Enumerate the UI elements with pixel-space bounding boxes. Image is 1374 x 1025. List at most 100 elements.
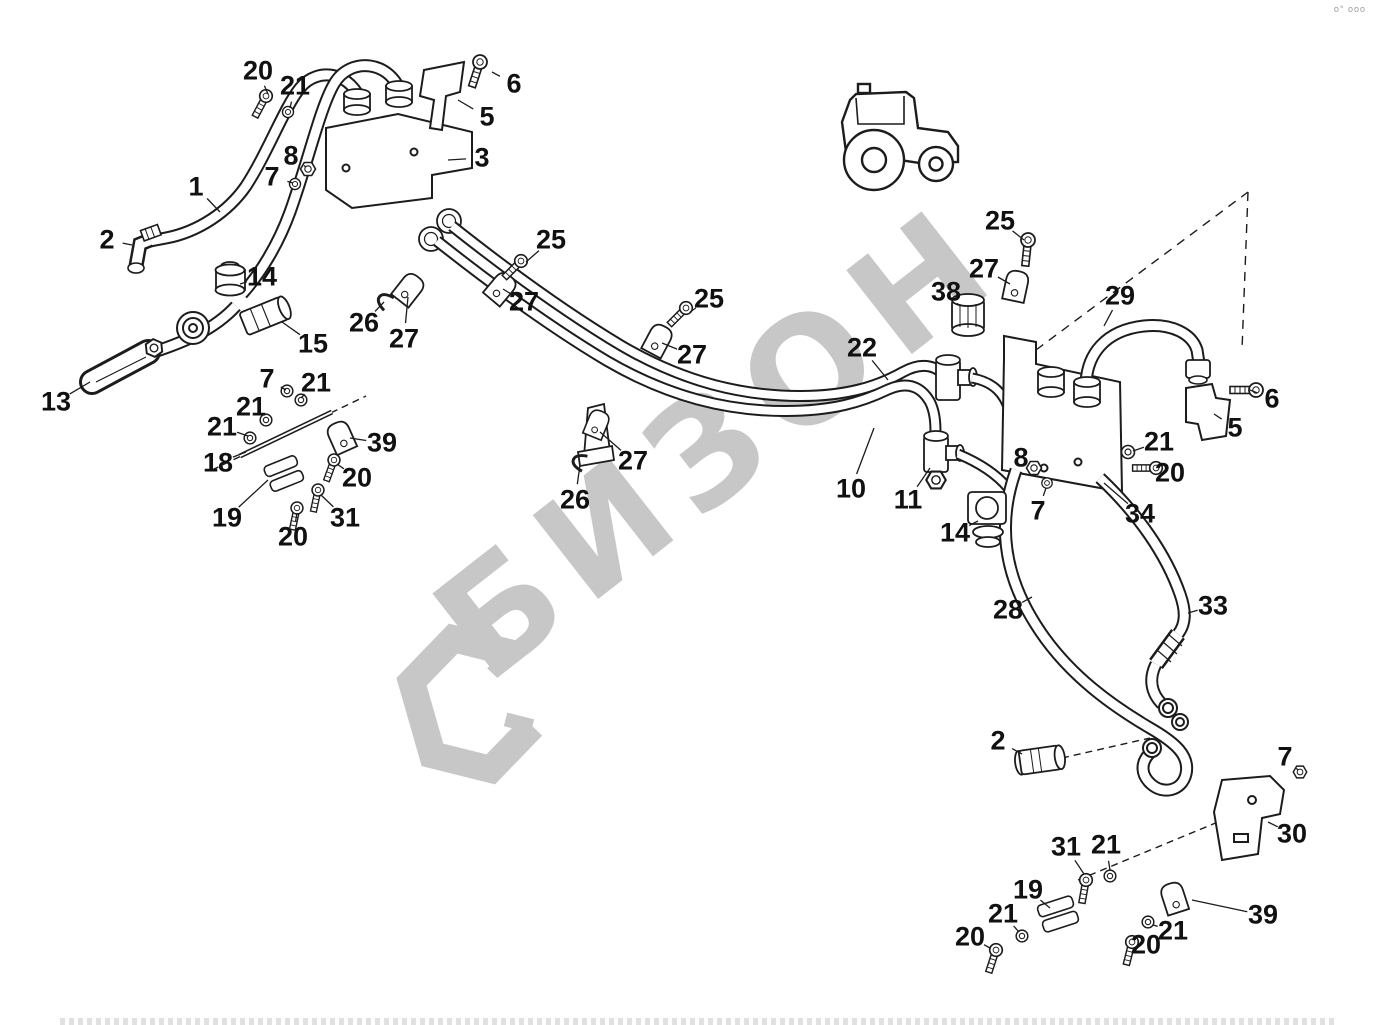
leader-line	[238, 479, 269, 508]
leader-line	[525, 250, 540, 263]
part-callout-22: 22	[846, 332, 878, 363]
leader-line	[689, 307, 697, 313]
part-callout-5: 5	[479, 101, 495, 132]
leader-line	[1152, 924, 1158, 928]
part-callout-31: 31	[1050, 831, 1082, 862]
part-callout-25: 25	[693, 283, 725, 314]
leader-line	[916, 467, 931, 488]
leader-line	[1191, 899, 1248, 913]
part-callout-31: 31	[329, 502, 361, 533]
leader-line	[502, 288, 511, 295]
part-callout-7: 7	[264, 161, 280, 192]
leader-line	[300, 393, 306, 399]
part-callout-29: 29	[1104, 280, 1136, 311]
leader-line	[855, 427, 875, 475]
part-callout-21: 21	[1143, 426, 1175, 457]
part-callout-26: 26	[348, 307, 380, 338]
leader-line	[1295, 767, 1299, 771]
left-manifold-assembly	[79, 52, 490, 395]
part-callout-27: 27	[508, 286, 540, 317]
part-callout-11: 11	[893, 484, 923, 515]
leader-line	[336, 463, 345, 470]
leader-line	[1187, 609, 1198, 614]
part-callout-7: 7	[1030, 495, 1046, 526]
leader-line	[122, 242, 133, 246]
part-callout-39: 39	[1247, 899, 1279, 930]
leader-line	[206, 198, 221, 213]
part-callout-27: 27	[388, 323, 420, 354]
part-callout-26: 26	[559, 484, 591, 515]
leader-line	[232, 451, 247, 458]
leader-line	[968, 520, 979, 527]
leader-line	[239, 281, 247, 285]
leader-line	[280, 386, 287, 391]
leader-line	[349, 437, 367, 442]
leader-line	[491, 71, 501, 77]
leader-line	[1039, 899, 1051, 909]
part-callout-27: 27	[676, 339, 708, 370]
leader-line	[983, 944, 991, 949]
part-callout-39: 39	[366, 427, 398, 458]
part-callout-7: 7	[1277, 741, 1293, 772]
leader-line	[320, 494, 334, 508]
leader-line	[447, 158, 467, 161]
leader-line	[69, 381, 91, 395]
part-callout-20: 20	[954, 921, 986, 952]
leader-line	[1107, 860, 1111, 871]
part-callout-6: 6	[1264, 383, 1280, 414]
part-callout-14: 14	[246, 261, 278, 292]
leader-line	[1012, 230, 1025, 241]
part-callout-20: 20	[242, 55, 274, 86]
leader-line	[1267, 821, 1278, 828]
leader-line	[576, 464, 581, 485]
leader-line	[1074, 859, 1085, 875]
left-clamp-parts	[238, 384, 359, 532]
part-callout-2: 2	[990, 725, 1006, 756]
part-callout-13: 13	[40, 386, 72, 417]
part-callout-8: 8	[1013, 442, 1029, 473]
leader-line	[997, 276, 1011, 285]
leader-line	[599, 431, 622, 451]
leader-line	[457, 99, 474, 110]
lower-right-clamp-parts	[981, 765, 1308, 976]
leader-line	[871, 359, 889, 381]
part-callout-21: 21	[235, 391, 267, 422]
part-callout-1: 1	[188, 171, 204, 202]
leader-line	[404, 296, 409, 324]
part-callout-20: 20	[341, 462, 373, 493]
corner-mark: o° ooo	[1333, 4, 1366, 14]
part-callout-25: 25	[535, 224, 567, 255]
leader-line	[1042, 487, 1047, 497]
leader-line	[1103, 309, 1114, 327]
part-callout-20: 20	[1154, 457, 1186, 488]
part-callout-7: 7	[259, 363, 275, 394]
part-callout-28: 28	[992, 594, 1024, 625]
part-callout-27: 27	[968, 253, 1000, 284]
leader-line	[1213, 413, 1223, 420]
part-callout-8: 8	[283, 140, 299, 171]
part-callout-19: 19	[1012, 874, 1044, 905]
part-callout-21: 21	[1090, 829, 1122, 860]
tractor-icon	[840, 82, 960, 192]
part-callout-21: 21	[1157, 915, 1189, 946]
leader-line	[956, 302, 961, 307]
part-callout-27: 27	[617, 445, 649, 476]
twin-pipes	[373, 221, 1015, 492]
leader-line	[1249, 389, 1258, 394]
part-callout-20: 20	[277, 521, 309, 552]
leader-line	[1013, 925, 1020, 933]
leader-line	[1132, 446, 1145, 452]
part-callout-18: 18	[202, 447, 234, 478]
part-callout-21: 21	[279, 70, 311, 101]
part-callout-10: 10	[835, 473, 867, 504]
part-callout-3: 3	[474, 142, 490, 173]
leader-line	[236, 431, 249, 437]
leader-line	[661, 342, 678, 350]
part-callout-21: 21	[206, 411, 238, 442]
leader-line	[294, 512, 298, 522]
leader-line	[1103, 482, 1129, 505]
part-callout-6: 6	[506, 68, 522, 99]
part-callout-19: 19	[211, 502, 243, 533]
